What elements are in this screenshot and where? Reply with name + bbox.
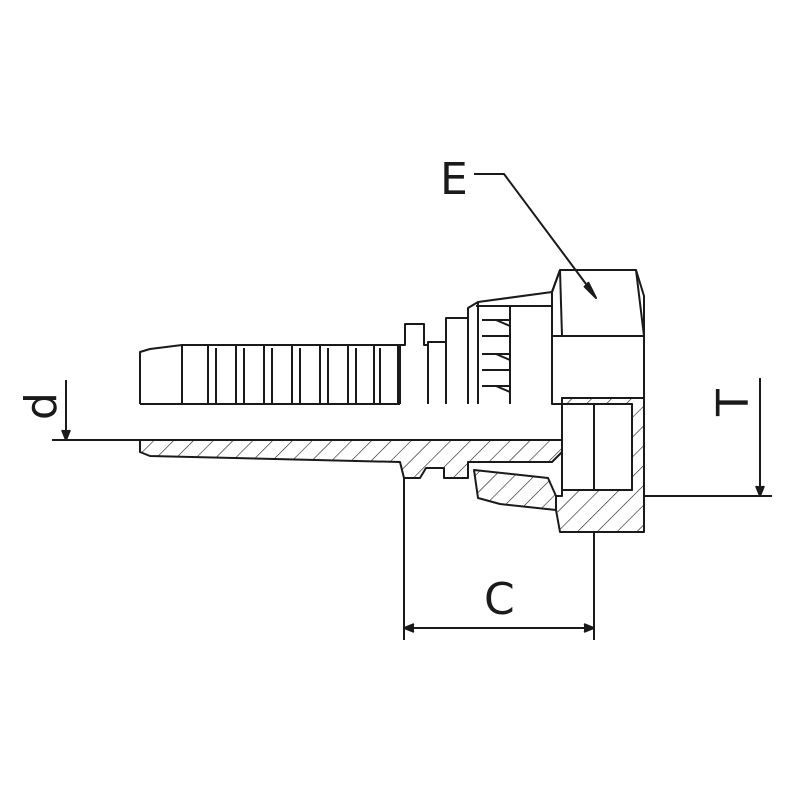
stem-section <box>139 439 563 479</box>
dimension-d <box>52 380 140 441</box>
leader-e <box>474 173 597 299</box>
collar-rings <box>399 317 469 404</box>
hex-nut <box>551 269 645 405</box>
knurled-ring <box>467 291 553 404</box>
hose-tail-stem <box>139 344 400 405</box>
label-e: E <box>440 154 468 205</box>
label-t: T <box>708 389 759 417</box>
seat-section <box>473 469 557 511</box>
label-c: C <box>484 574 515 625</box>
hex-nut-section <box>555 397 645 533</box>
dimension-t <box>644 378 772 497</box>
label-d: d <box>16 392 67 420</box>
dimension-c <box>403 478 595 640</box>
